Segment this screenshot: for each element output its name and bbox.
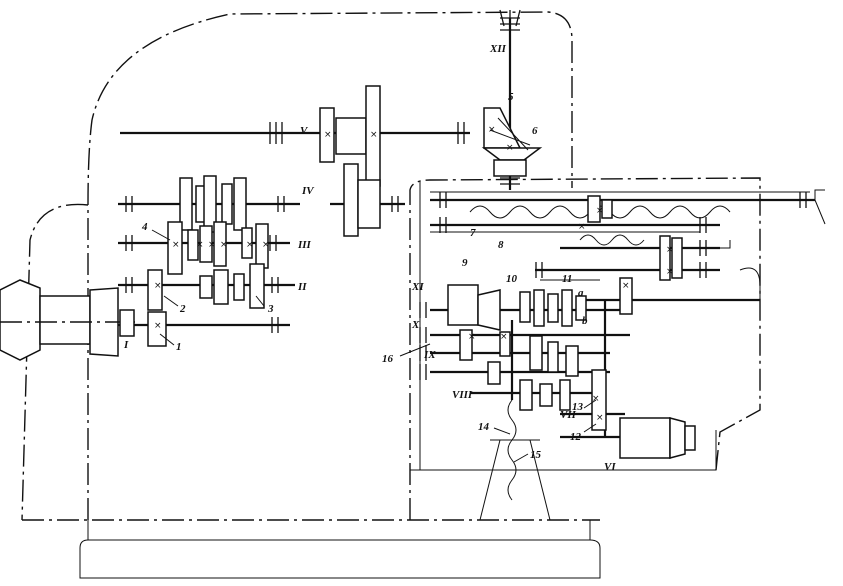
label-14: 14 (478, 421, 490, 433)
label-a: a (578, 287, 584, 299)
label-5: 5 (508, 91, 514, 103)
svg-text:×: × (154, 321, 162, 331)
label-9: 9 (462, 257, 468, 269)
svg-text:×: × (154, 281, 162, 291)
svg-text:×: × (172, 240, 180, 250)
shaft-label-iv: IV (301, 185, 315, 197)
label-6: 6 (532, 125, 538, 137)
svg-text:×: × (596, 413, 604, 423)
shaft-label-ii: II (297, 281, 307, 293)
shaft-label-vi: VI (604, 461, 616, 473)
label-15: 15 (530, 449, 542, 461)
gear-mesh-marks: × × × × × × × × × × × × × × × × × × × × … (154, 125, 674, 423)
bevel-gear-head (481, 9, 543, 177)
label-10: 10 (506, 273, 518, 285)
shaft-label-ix: IX (423, 349, 436, 361)
label-b: b (582, 315, 588, 327)
svg-text:×: × (666, 245, 674, 255)
svg-text:×: × (468, 332, 476, 342)
svg-text:×: × (324, 130, 332, 140)
speed-gearbox-gears (119, 85, 381, 347)
shaft-label-vii: VII (560, 409, 577, 421)
label-8: 8 (498, 239, 504, 251)
svg-text:×: × (666, 267, 674, 277)
label-16: 16 (382, 353, 394, 365)
label-2: 2 (179, 303, 186, 315)
svg-text:×: × (506, 143, 514, 153)
shaft-label-viii: VIII (452, 389, 473, 401)
shaft-label-xii: XII (489, 43, 507, 55)
svg-text:×: × (208, 240, 216, 250)
shaft-labels: I II III IV V VI VII VIII IX X XI XII (123, 43, 616, 473)
shaft-label-v: V (300, 125, 309, 137)
label-1: 1 (176, 341, 182, 353)
svg-text:×: × (622, 281, 630, 291)
part-number-labels: 1 2 3 4 5 6 7 8 9 10 11 12 13 14 15 16 a… (141, 91, 597, 463)
svg-text:×: × (220, 240, 228, 250)
svg-text:×: × (196, 240, 204, 250)
shaft-label-i: I (123, 339, 129, 351)
shaft-label-xi: XI (411, 281, 424, 293)
spindle-nose (0, 279, 140, 361)
label-7: 7 (470, 227, 476, 239)
feed-box (430, 189, 826, 501)
svg-text:×: × (488, 125, 496, 135)
label-13: 13 (572, 401, 584, 413)
shaft-label-x: X (411, 319, 420, 331)
svg-text:×: × (370, 130, 378, 140)
label-3: 3 (267, 303, 274, 315)
label-4: 4 (141, 221, 148, 233)
label-11: 11 (562, 273, 572, 285)
svg-text:×: × (592, 394, 600, 404)
machine-body-outline (21, 11, 761, 579)
shaft-label-iii: III (297, 239, 312, 251)
svg-text:×: × (578, 222, 586, 232)
svg-text:×: × (596, 206, 604, 216)
label-12: 12 (570, 431, 582, 443)
svg-text:×: × (262, 240, 270, 250)
svg-text:×: × (500, 332, 508, 342)
svg-text:×: × (246, 240, 254, 250)
